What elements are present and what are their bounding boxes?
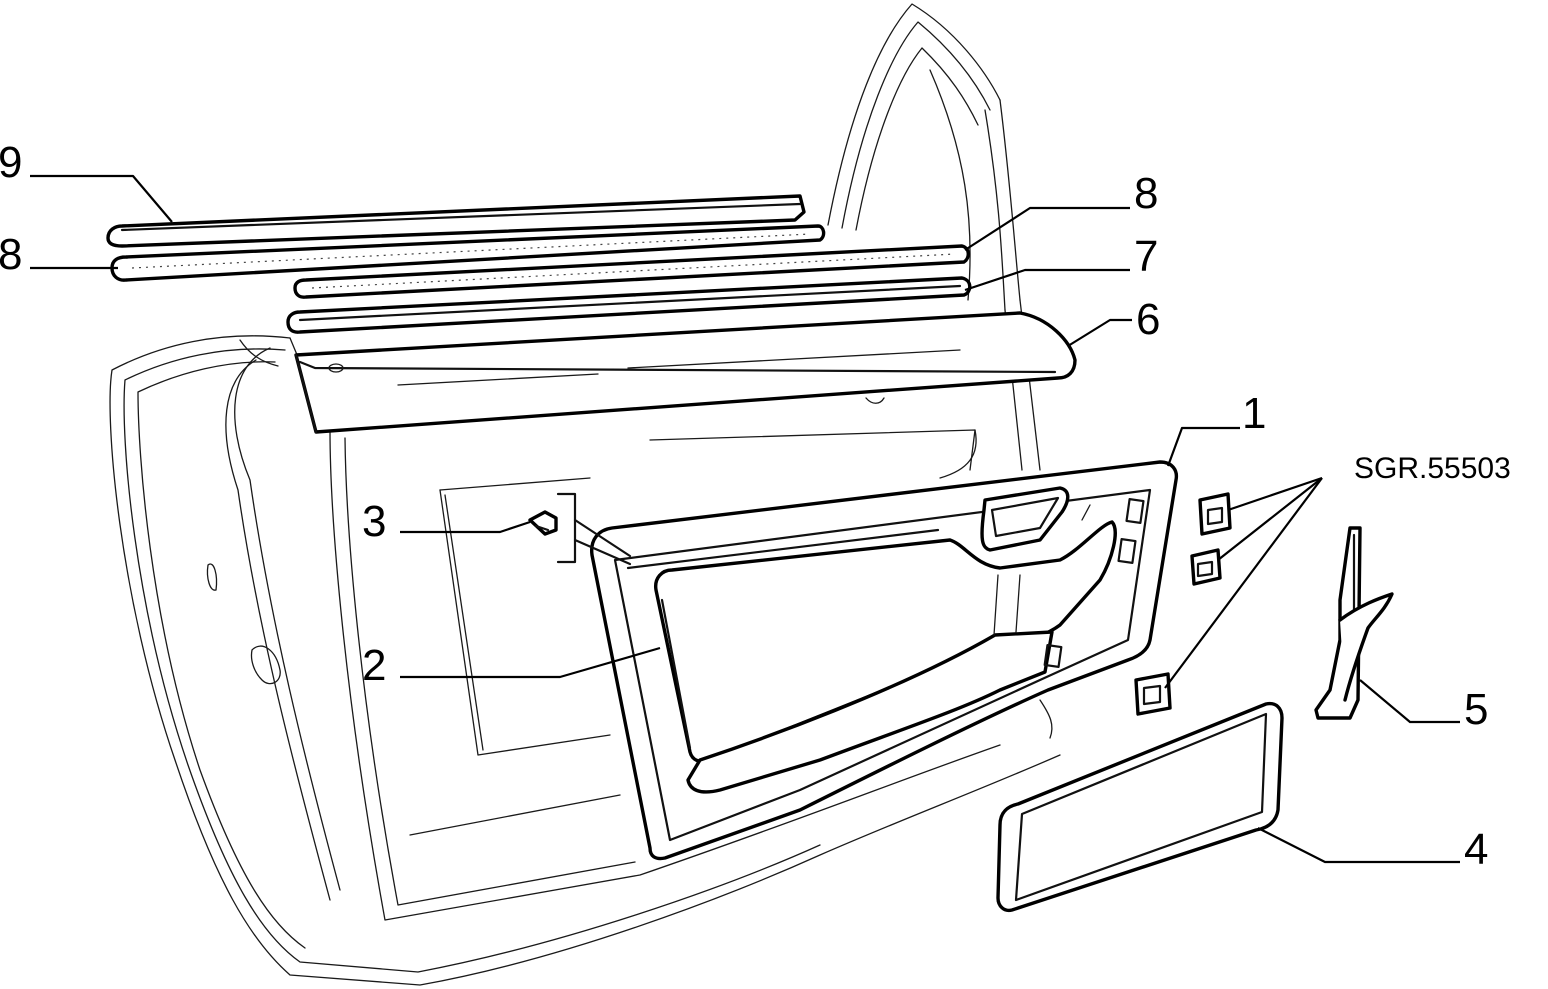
callout-2: 2 [362,641,386,690]
sgr-clips [1134,492,1232,716]
callout-labels: 9 8 8 7 6 1 3 2 5 4 SGR.55503 [0,138,1511,874]
callout-3: 3 [362,497,386,546]
callout-1: 1 [1242,389,1266,438]
callout-4: 4 [1464,825,1488,874]
part-8-felt-strip-right [293,244,970,299]
callout-8-left: 8 [0,230,22,279]
part-4-pocket [996,701,1284,913]
part-3-clip [528,492,632,566]
part-7-seal [286,276,972,334]
part-1-trim-panel [590,460,1179,861]
callout-6: 6 [1136,295,1160,344]
leader-lines [30,174,1460,864]
part-8-felt-strip-left [110,224,826,282]
callout-5: 5 [1464,685,1488,734]
callout-7: 7 [1134,232,1158,281]
callout-9: 9 [0,138,22,187]
part-5-tool [1314,526,1394,720]
part-6-upper-trim [294,311,1077,434]
door-shell [109,3,1061,986]
part-9-weatherstrip [106,194,806,248]
reference-code: SGR.55503 [1354,452,1511,485]
callout-8-right: 8 [1134,169,1158,218]
